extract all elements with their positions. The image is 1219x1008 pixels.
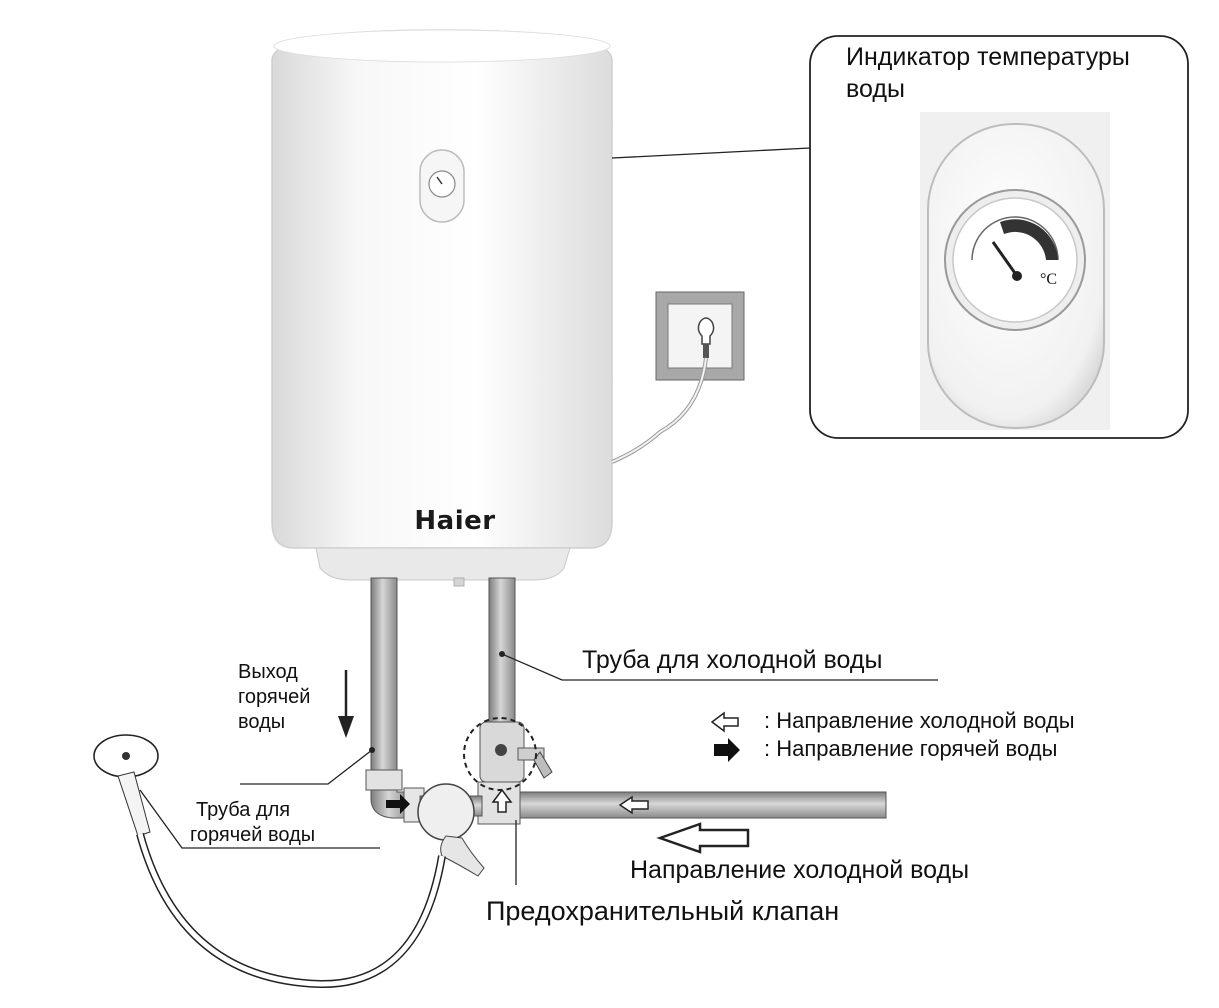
safety-valve-label: Предохранительный клапан: [486, 896, 840, 926]
temperature-indicator-callout: [809, 35, 1189, 439]
water-heater: [271, 29, 613, 587]
temp-indicator-title-line1: Индикатор температуры: [846, 43, 1130, 71]
shower-head: [93, 734, 446, 989]
hot-outlet-label-line1: Выход: [238, 661, 298, 683]
cold-pipe-label: Труба для холодной воды: [582, 646, 883, 674]
cold-direction-label: Направление холодной воды: [630, 856, 970, 884]
legend-hot-direction: : Направление горячей воды: [764, 736, 1058, 761]
pipes: [365, 577, 887, 877]
power-socket: [611, 291, 745, 464]
brand-logo: Haier: [414, 506, 496, 536]
legend-icons: [710, 711, 740, 762]
leader-lines: [139, 653, 938, 885]
hollow-left-arrow-icon: [710, 711, 739, 733]
hot-outlet-label-line3: воды: [238, 711, 286, 733]
celsius-unit: °C: [1040, 271, 1058, 288]
hot-pipe-label-line2: горячей воды: [190, 824, 316, 846]
flow-arrows: [338, 670, 750, 854]
solid-right-arrow-icon: [714, 738, 740, 762]
temp-indicator-title-line2: воды: [846, 75, 905, 103]
legend-cold-direction: : Направление холодной воды: [764, 708, 1075, 733]
hot-pipe-label-line1: Труба для: [196, 799, 291, 821]
hot-outlet-label-line2: горячей: [238, 686, 311, 708]
